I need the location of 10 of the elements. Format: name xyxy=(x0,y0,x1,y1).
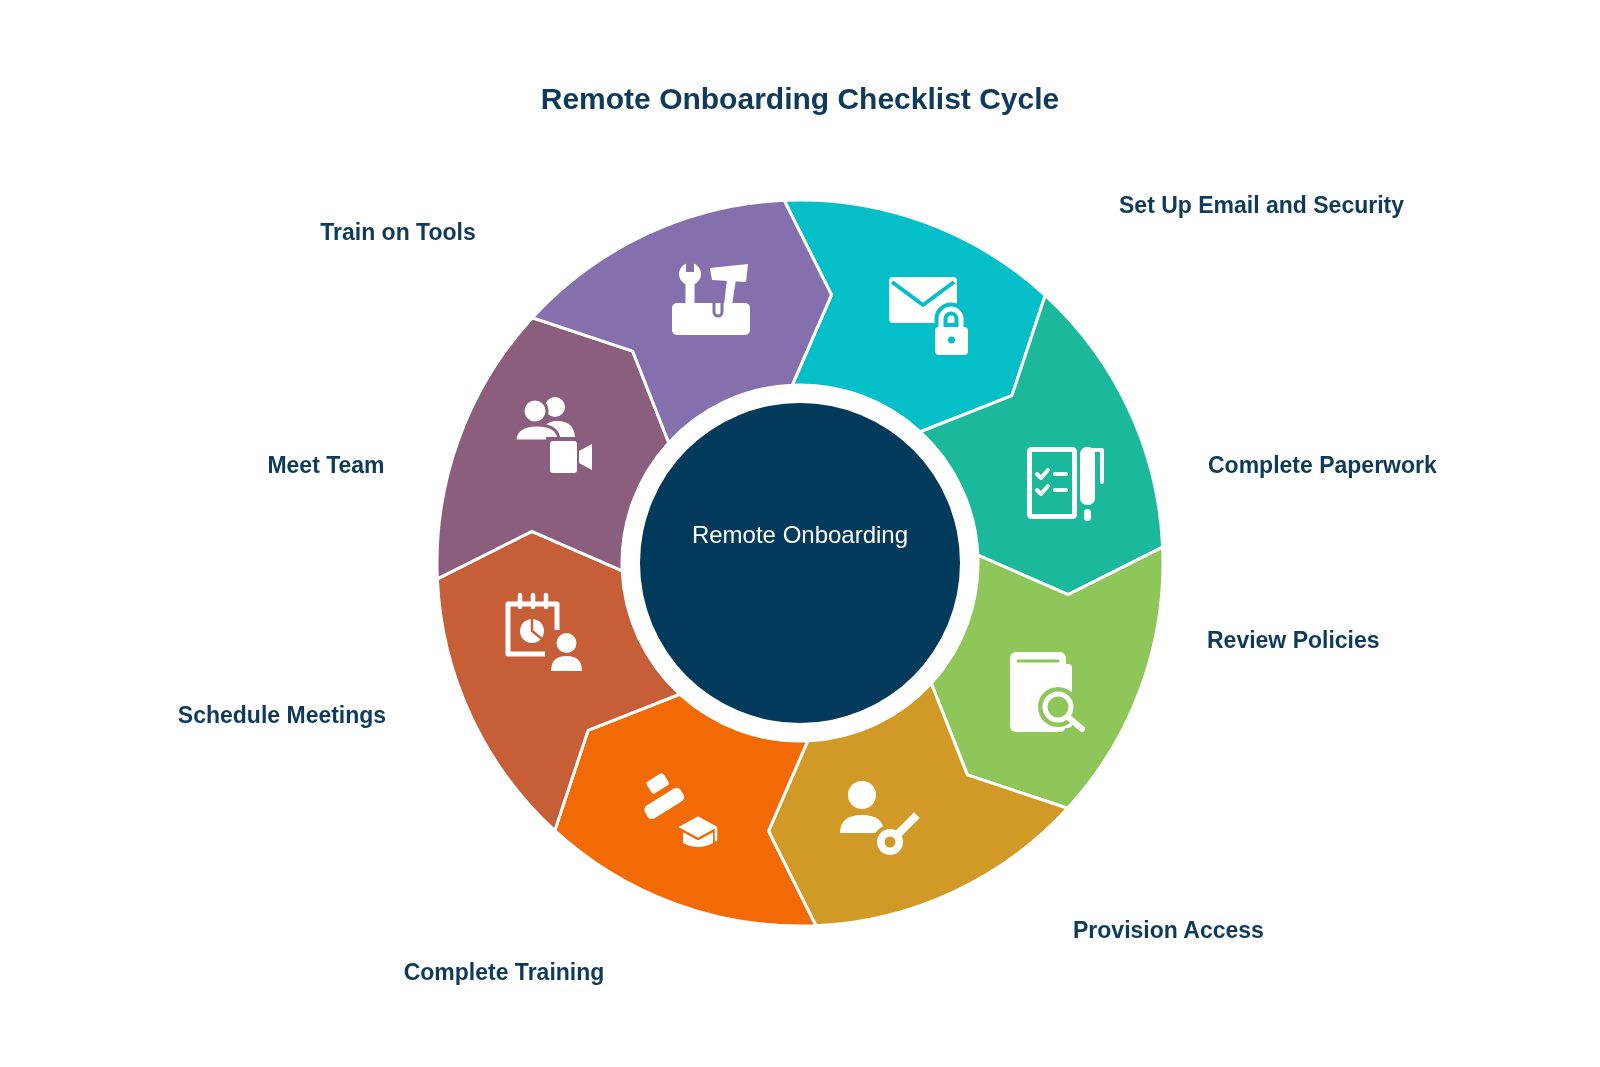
step-label: Complete Training xyxy=(403,958,605,986)
step-label: Meet Team xyxy=(267,451,385,479)
diagram-title: Remote Onboarding Checklist Cycle xyxy=(540,81,1060,117)
step-label: Review Policies xyxy=(1207,626,1380,654)
step-label: Train on Tools xyxy=(320,218,476,246)
step-label: Schedule Meetings xyxy=(177,701,387,729)
step-label: Complete Paperwork xyxy=(1208,451,1437,479)
center-label: Remote Onboarding xyxy=(691,520,909,550)
step-label: Set Up Email and Security xyxy=(1119,191,1405,219)
step-label: Provision Access xyxy=(1073,916,1264,944)
